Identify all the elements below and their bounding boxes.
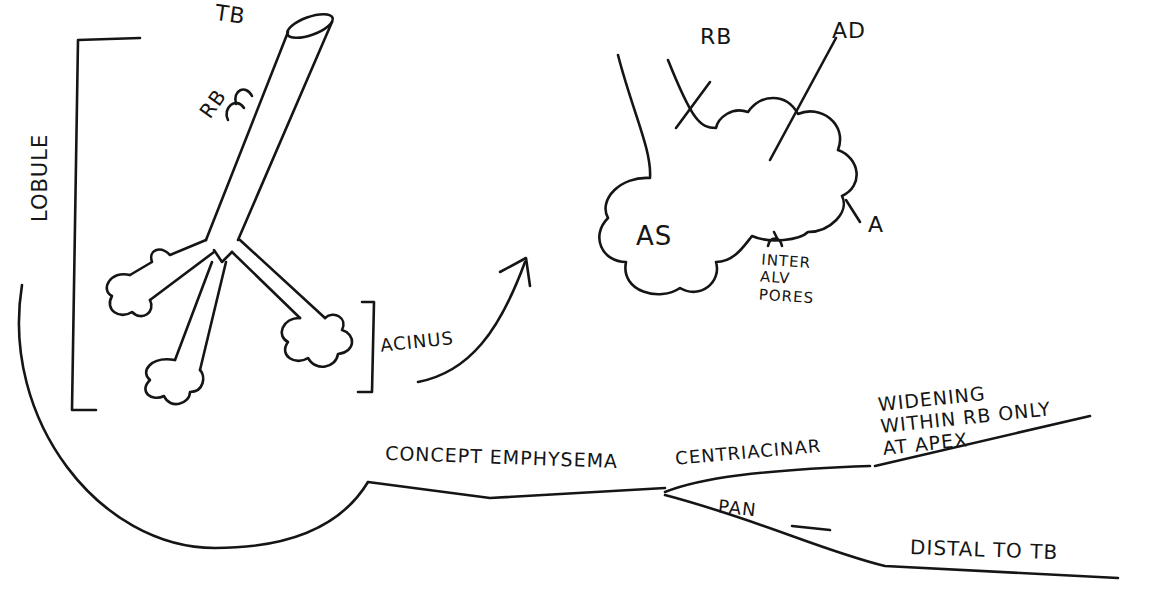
branch-line: [665, 495, 1118, 578]
dash: [792, 526, 830, 530]
concept-line: [368, 482, 665, 498]
pores-mark: [774, 232, 778, 240]
branch: [200, 262, 226, 370]
branch: [240, 240, 325, 318]
tube-opening: [284, 9, 335, 42]
handwritten-label: LOBULE: [28, 102, 52, 222]
acinus-bracket: [358, 302, 374, 392]
handwritten-label: INTER ALV PORES: [758, 252, 833, 309]
arrow-head: [500, 258, 530, 286]
acinus-outline: [599, 55, 856, 294]
leader-line: [676, 82, 710, 128]
sweep-line: [19, 285, 368, 548]
tube-wall: [238, 22, 332, 240]
acinus-cluster: [145, 359, 203, 404]
pores-bracket: [768, 239, 782, 247]
leader-line: [770, 38, 836, 160]
handwritten-label: CENTRIACINAR: [674, 431, 875, 469]
pointer-arrow: [418, 262, 525, 382]
alveolus-bump: [235, 90, 252, 104]
branch-line: [665, 466, 870, 492]
handwritten-label: AD: [832, 18, 892, 43]
lobule-bracket: [72, 38, 140, 410]
handwritten-label: A: [868, 212, 908, 237]
acinus-cluster: [107, 274, 152, 316]
branch-fork: [214, 250, 232, 262]
leader-line: [846, 200, 860, 222]
branch: [130, 240, 206, 275]
handwritten-label: RB: [700, 24, 760, 49]
alveolus-bump: [227, 103, 244, 120]
handwritten-label: WIDENING WITHIN RB ONLY AT APEX: [877, 376, 1058, 459]
acinus-cluster: [282, 315, 352, 367]
tube-wall: [206, 32, 288, 240]
handwritten-label: CONCEPT EMPHYSEMA: [385, 443, 686, 475]
handwritten-label: PAN: [717, 496, 789, 524]
handwritten-label: TB: [214, 0, 277, 33]
handwritten-label: AS: [636, 222, 696, 252]
handwritten-label: DISTAL TO TB: [910, 536, 1141, 567]
branch: [150, 252, 214, 300]
